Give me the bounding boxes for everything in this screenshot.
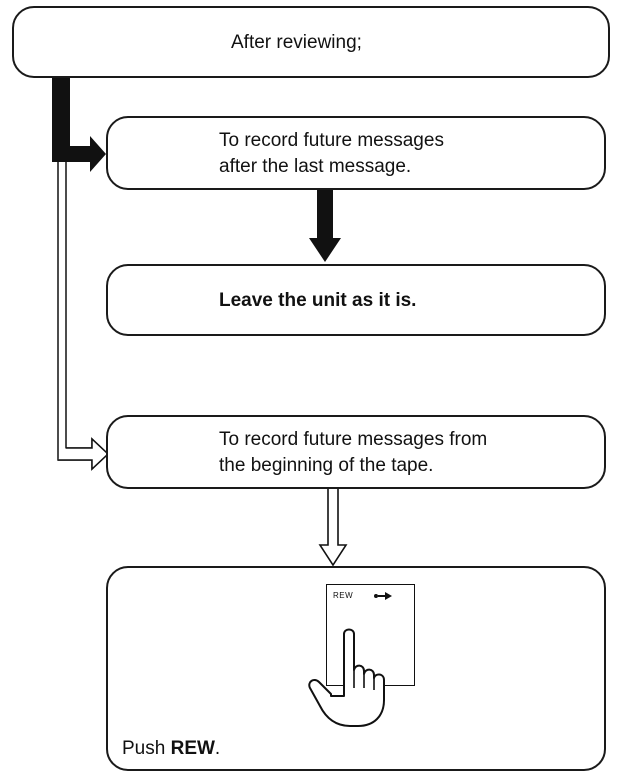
solid-arrow-to-last-message [52,78,106,172]
push-prefix: Push [122,738,171,759]
option-after-last-line1: To record future messages [219,130,444,151]
rew-button-name: REW [170,738,215,759]
push-rew-instruction: Push REW. [122,736,220,762]
solid-arrow-down-to-leave [309,190,341,262]
option-beginning-line1: To record future messages from [219,429,488,450]
option-after-last-line2: after the last message. [219,156,412,177]
hollow-arrow-to-beginning [57,162,110,471]
option-after-last-message-box: To record future messages after the last… [106,116,606,190]
hollow-arrow-down-to-push [318,486,348,567]
pointing-hand-icon [308,628,385,727]
push-rew-box: REW Push REW. [106,566,606,771]
leave-unit-text: Leave the unit as it is. [219,290,417,311]
after-reviewing-box: After reviewing; [12,6,610,78]
rew-panel-label: REW [333,591,354,600]
option-beginning-line2: the beginning of the tape. [219,455,434,476]
leave-unit-box: Leave the unit as it is. [106,264,606,336]
after-reviewing-text: After reviewing; [231,32,362,53]
option-from-beginning-box: To record future messages from the begin… [106,415,606,489]
push-suffix: . [214,738,221,759]
rewind-symbol-icon [374,592,392,600]
